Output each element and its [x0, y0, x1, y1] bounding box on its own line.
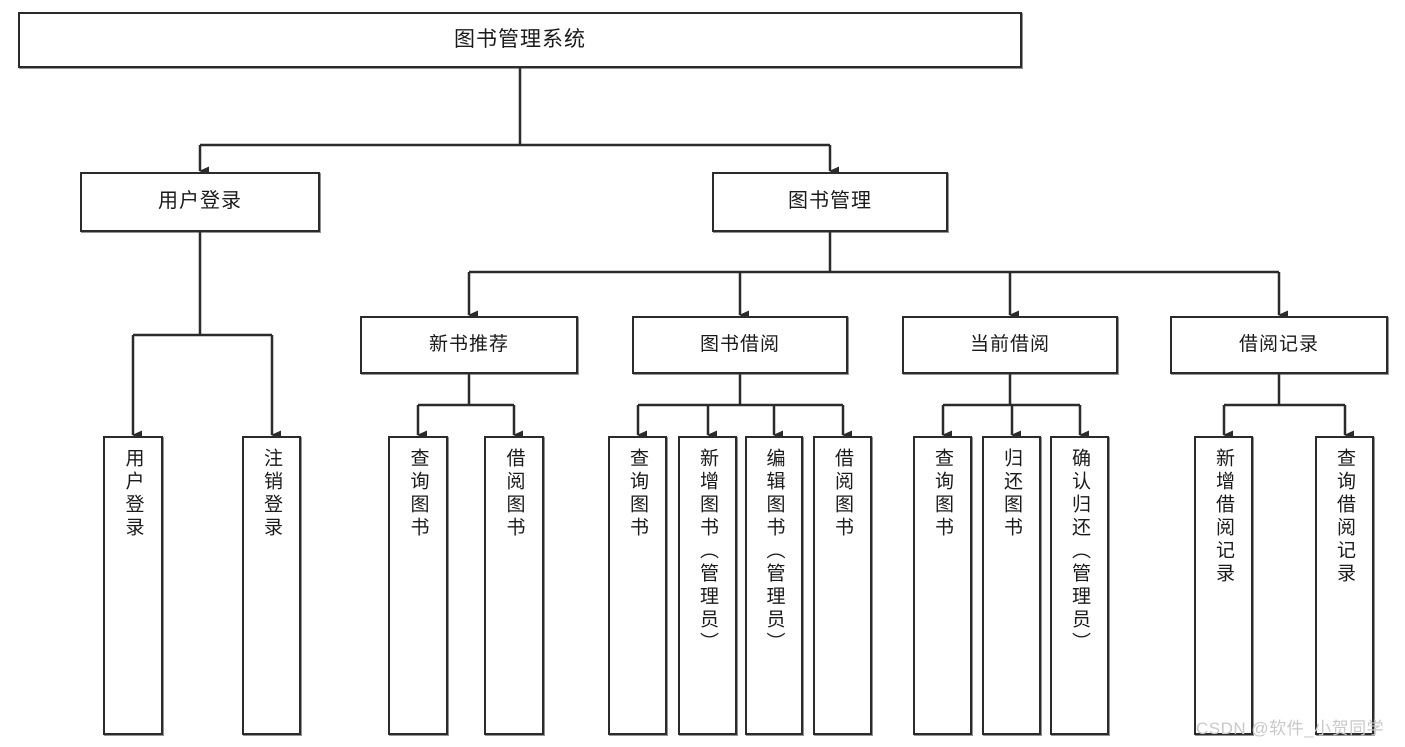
node-leaf-edit-book[interactable]: 编辑图书（管理员）	[745, 436, 803, 735]
node-leaf-query-book-2[interactable]: 查询图书	[608, 436, 667, 735]
node-label-leaf-borrow-book-2: 借阅图书	[832, 448, 853, 540]
node-label-new-book-recommend: 新书推荐	[428, 333, 509, 355]
node-label-leaf-user-login: 用户登录	[122, 448, 144, 540]
node-leaf-query-book-1[interactable]: 查询图书	[388, 436, 448, 735]
node-label-leaf-query-record: 查询借阅记录	[1334, 448, 1355, 586]
node-label-leaf-logout: 注销登录	[261, 448, 282, 540]
node-label-current-borrow: 当前借阅	[969, 333, 1050, 355]
node-new-book-recommend[interactable]: 新书推荐	[360, 316, 578, 374]
node-label-leaf-confirm-return: 确认归还（管理员）	[1069, 448, 1090, 655]
node-label-leaf-add-book: 新增图书（管理员）	[697, 448, 718, 655]
node-leaf-query-record[interactable]: 查询借阅记录	[1315, 436, 1374, 735]
connector-paths	[131, 68, 1354, 440]
node-label-leaf-borrow-book-1: 借阅图书	[503, 448, 525, 540]
watermark-text: CSDN @软件_小贺同学	[1196, 719, 1385, 738]
node-label-leaf-edit-book: 编辑图书（管理员）	[763, 448, 785, 655]
node-label-user-login: 用户登录	[158, 190, 242, 213]
node-leaf-add-book[interactable]: 新增图书（管理员）	[678, 436, 737, 735]
node-label-leaf-query-book-3: 查询图书	[932, 448, 953, 540]
node-label-leaf-return-book: 归还图书	[1001, 448, 1022, 540]
node-leaf-return-book[interactable]: 归还图书	[982, 436, 1041, 735]
node-leaf-add-record[interactable]: 新增借阅记录	[1194, 436, 1253, 735]
node-label-book-manage: 图书管理	[788, 190, 872, 213]
node-leaf-query-book-3[interactable]: 查询图书	[913, 436, 972, 735]
node-user-login[interactable]: 用户登录	[80, 172, 320, 232]
node-leaf-borrow-book-1[interactable]: 借阅图书	[484, 436, 544, 735]
node-root[interactable]: 图书管理系统	[18, 12, 1022, 68]
node-leaf-user-login[interactable]: 用户登录	[103, 436, 163, 735]
node-label-book-borrow: 图书借阅	[699, 333, 780, 355]
node-book-manage[interactable]: 图书管理	[712, 172, 948, 232]
node-label-leaf-query-book-2: 查询图书	[627, 448, 648, 540]
node-leaf-borrow-book-2[interactable]: 借阅图书	[813, 436, 872, 735]
node-book-borrow[interactable]: 图书借阅	[632, 316, 848, 374]
node-leaf-confirm-return[interactable]: 确认归还（管理员）	[1050, 436, 1109, 735]
node-current-borrow[interactable]: 当前借阅	[902, 316, 1118, 374]
node-label-leaf-query-book-1: 查询图书	[407, 448, 429, 540]
node-leaf-logout[interactable]: 注销登录	[242, 436, 301, 735]
node-label-root: 图书管理系统	[454, 27, 586, 51]
node-borrow-record[interactable]: 借阅记录	[1170, 316, 1388, 374]
node-label-leaf-add-record: 新增借阅记录	[1213, 448, 1234, 586]
node-label-borrow-record: 借阅记录	[1238, 333, 1319, 355]
